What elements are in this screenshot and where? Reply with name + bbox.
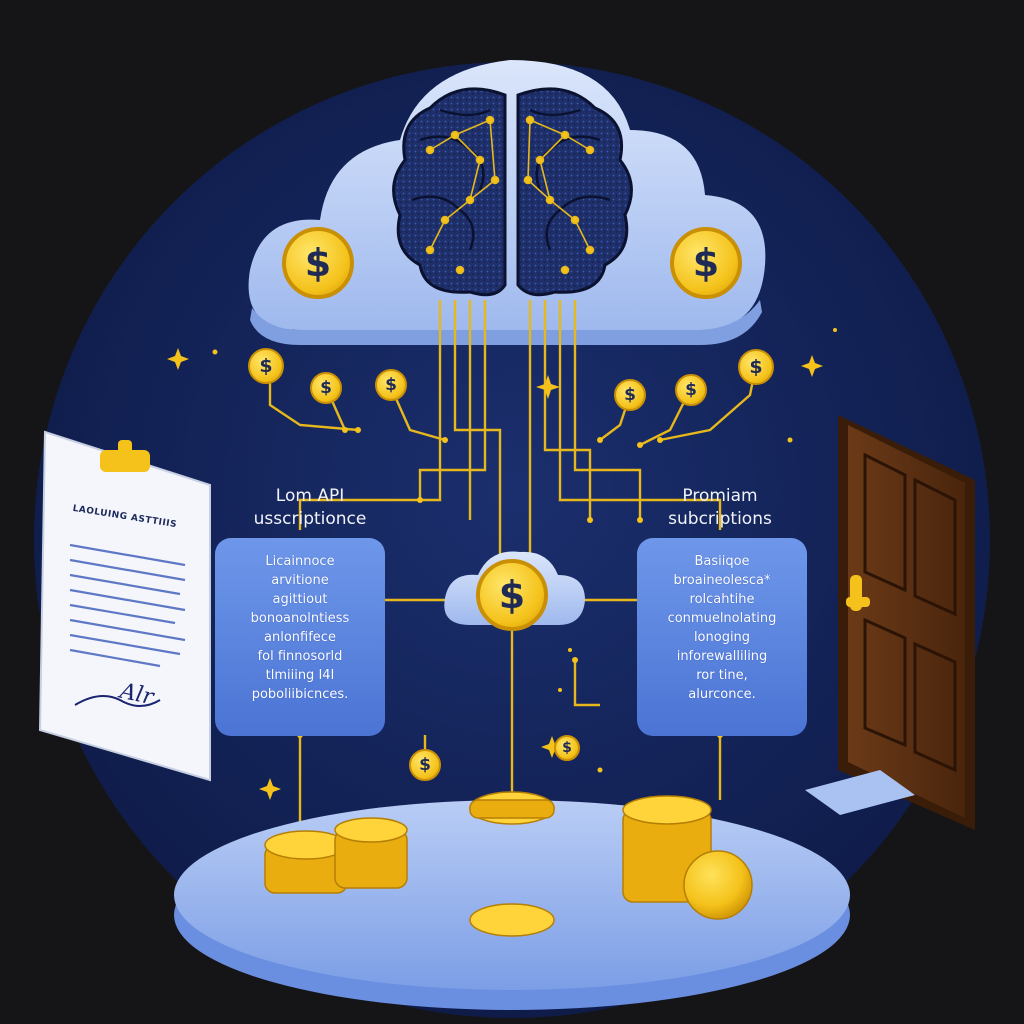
left-panel-line: bonoanolntiess [250, 611, 350, 626]
left-panel-line: poboliibicnces. [251, 687, 349, 702]
right-panel-line: rolcahtihe [689, 592, 755, 607]
brain [392, 87, 633, 297]
left-panel-line: Licainnoce [265, 554, 335, 569]
coin-icon: $ [282, 227, 354, 299]
door [805, 415, 975, 830]
coin-icon: $ [675, 374, 707, 406]
right-panel-text: Basiiqoe broaineolesca* rolcahtihe conmu… [637, 552, 807, 704]
left-panel-line: agittiout [272, 592, 328, 607]
circuit-wires [268, 300, 757, 890]
coin-icon: $ [554, 735, 580, 761]
right-panel-line: conmuelnolating [667, 611, 777, 626]
coin-icon: $ [375, 369, 407, 401]
right-label-line-1: Promiam [682, 486, 758, 506]
coin-icon: $ [248, 348, 284, 384]
left-panel-text: Licainnoce arvitione agittiout bonoanoln… [215, 552, 385, 704]
right-panel-line: ror tine, [696, 668, 748, 683]
coin-icon: $ [670, 227, 742, 299]
right-label: Promiam subcriptions [635, 485, 805, 531]
right-panel [637, 538, 807, 736]
cloud [248, 60, 766, 345]
left-label-line-2: usscriptionce [253, 509, 367, 529]
right-panel-line: lonoging [693, 630, 751, 645]
coin-icon: $ [738, 349, 774, 385]
right-panel-line: alurconce. [688, 687, 756, 702]
right-panel-line: inforewalliling [676, 649, 768, 664]
coin-icon: $ [310, 372, 342, 404]
coin-icon: $ [614, 379, 646, 411]
right-label-line-2: subcriptions [668, 509, 772, 529]
left-panel-line: tlmiiing I4I [265, 668, 335, 683]
left-panel-line: fol finnosorld [257, 649, 343, 664]
left-label: Lom API usscriptionce [230, 485, 390, 531]
coin-icon: $ [409, 749, 441, 781]
coin-icon: $ [476, 559, 548, 631]
left-panel [215, 538, 385, 736]
left-panel-line: arvitione [271, 573, 329, 588]
coin-stacks [264, 791, 753, 937]
right-panel-line: broaineolesca* [673, 573, 771, 588]
right-panel-line: Basiiqoe [694, 554, 750, 569]
left-panel-line: anlonfifece [264, 630, 336, 645]
left-label-line-1: Lom API [275, 486, 345, 506]
document [38, 430, 211, 782]
